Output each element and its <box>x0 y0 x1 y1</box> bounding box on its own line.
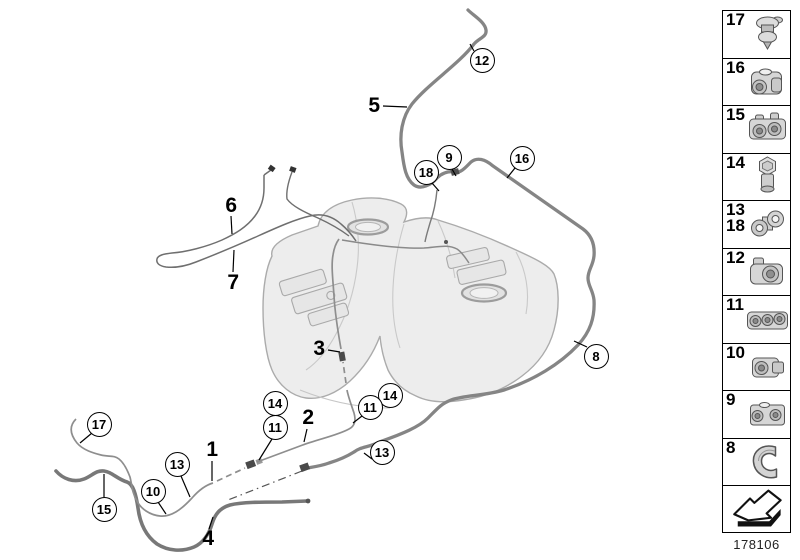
callout-circle-9[interactable]: 9 <box>436 144 462 170</box>
small-clamp-icon <box>745 345 790 389</box>
leader-line <box>303 428 308 443</box>
part-label-2[interactable]: 2 <box>302 406 314 429</box>
leader-line <box>208 516 214 530</box>
sidebar-cell-number: 9 <box>726 390 736 409</box>
sidebar-cell-11[interactable]: 11 <box>722 295 791 343</box>
c-clip-icon <box>745 440 790 484</box>
fuel-line-stub <box>263 169 272 176</box>
sidebar-cell-10[interactable]: 10 <box>722 342 791 390</box>
part-label-4[interactable]: 4 <box>202 527 214 550</box>
leader-line <box>469 43 475 52</box>
leader-line <box>157 501 167 515</box>
alignment-centerline <box>227 470 303 501</box>
leader-line <box>258 438 273 461</box>
scavenging-line <box>256 238 356 463</box>
single-clamp-icon <box>745 250 790 294</box>
sidebar-cell-number: 12 <box>726 247 745 267</box>
leader-lines <box>79 43 588 530</box>
sidebar-cell-9[interactable]: 9 <box>722 390 791 438</box>
sidebar-cell-number: 8 <box>726 437 736 457</box>
tank-top-line-fitting <box>444 240 448 244</box>
pipe-connector <box>299 462 311 473</box>
double-clamp-icon <box>745 107 790 151</box>
line-end-fitting <box>267 164 276 173</box>
tank-top-detail <box>446 246 507 285</box>
callout-circle-11-left[interactable]: 11 <box>262 414 288 440</box>
fuel-line-front <box>70 418 214 517</box>
callout-circle-12[interactable]: 12 <box>469 47 495 73</box>
sidebar-cell-number: 14 <box>726 152 745 172</box>
leader-line <box>79 432 93 444</box>
leader-line <box>573 340 588 348</box>
pump-flange-ring-right <box>460 283 508 303</box>
tube-clip-icon <box>745 202 790 246</box>
tank-top-line <box>341 239 470 264</box>
leader-line <box>327 349 341 353</box>
sidebar-cell-number: 15 <box>726 105 745 124</box>
vent-filler-pipe <box>305 8 596 470</box>
leader-line <box>451 168 457 177</box>
callout-circle-16[interactable]: 16 <box>509 145 535 171</box>
back-arrow-icon <box>728 488 786 530</box>
leader-line <box>506 167 516 179</box>
callout-circle-13-right[interactable]: 13 <box>369 439 395 465</box>
leader-line <box>230 215 233 235</box>
callout-circle-17[interactable]: 17 <box>86 411 112 437</box>
callout-circle-10[interactable]: 10 <box>140 478 166 504</box>
vent-branch-line <box>286 171 350 237</box>
pump-flange-ring-left <box>346 218 390 236</box>
part-label-3[interactable]: 3 <box>313 337 325 360</box>
fuel-feed-pipe-front <box>54 469 309 552</box>
sidebar-cell-16[interactable]: 16 <box>722 57 791 105</box>
leader-line <box>352 415 363 424</box>
callout-circle-18[interactable]: 18 <box>413 159 439 185</box>
sidebar-cell-number: 16 <box>726 57 745 77</box>
callout-circle-15[interactable]: 15 <box>91 496 117 522</box>
fuel-feed-return-line <box>156 175 357 268</box>
sidebar-cell-14[interactable]: 14 <box>722 152 791 200</box>
leader-line <box>431 182 440 192</box>
stud-clip-icon <box>745 12 790 56</box>
hex-bushing-icon <box>745 155 790 199</box>
tank-vent-stub <box>424 189 438 243</box>
leader-line <box>232 249 235 273</box>
block-clamp-icon <box>745 392 790 436</box>
leader-line <box>382 105 408 108</box>
callout-circle-8[interactable]: 8 <box>583 343 609 369</box>
sidebar-cell-number: 17 <box>726 10 745 29</box>
sidebar-cell-12[interactable]: 12 <box>722 247 791 295</box>
part-label-1[interactable]: 1 <box>206 438 218 461</box>
line-end-fitting <box>289 166 297 173</box>
sidebar-cell-15[interactable]: 15 <box>722 105 791 153</box>
clamp-hole-icon <box>745 60 790 104</box>
sidebar-cell-back[interactable] <box>722 485 791 533</box>
fuel-line-front-break <box>216 467 246 482</box>
sidebar-cell-number: 11 <box>726 295 744 314</box>
part-label-6[interactable]: 6 <box>225 194 237 217</box>
leader-line <box>180 475 191 498</box>
diagram-number: 178106 <box>733 537 780 552</box>
pipe-connector <box>338 351 346 362</box>
sidebar-cell-17[interactable]: 17 <box>722 10 791 58</box>
pipe-connector <box>245 459 257 470</box>
part-label-7[interactable]: 7 <box>227 271 239 294</box>
callout-circle-13-left[interactable]: 13 <box>164 451 190 477</box>
triple-clamp-icon <box>745 297 790 341</box>
callout-circle-14-left[interactable]: 14 <box>262 390 288 416</box>
part-label-5[interactable]: 5 <box>368 94 380 117</box>
sidebar-cell-number: 10 <box>726 342 745 362</box>
pipe-end-cap <box>305 498 311 504</box>
fuel-tank-graphic <box>262 197 559 409</box>
callout-circle-11-right[interactable]: 11 <box>357 394 383 420</box>
sidebar-cell-8[interactable]: 8 <box>722 437 791 485</box>
